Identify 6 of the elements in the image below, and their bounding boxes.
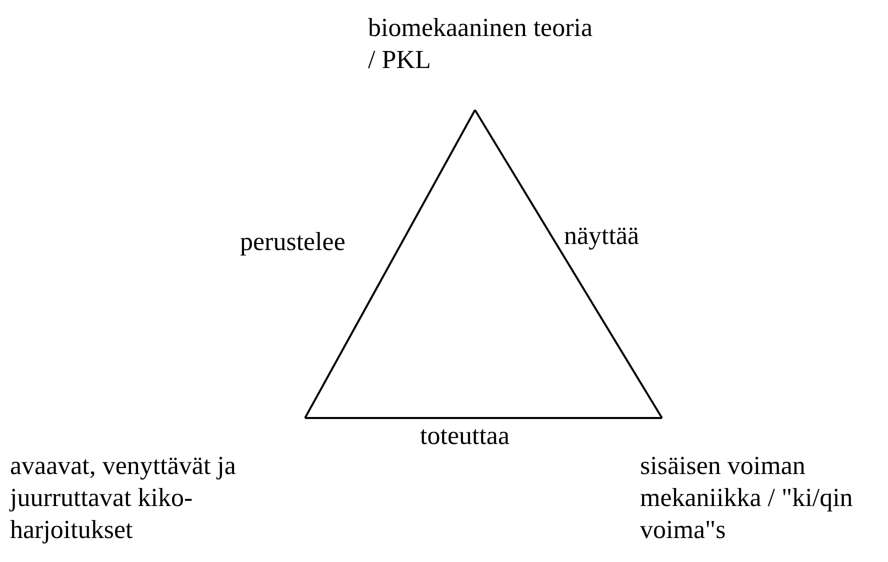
corner-label: biomekaaninen teoria / PKL bbox=[368, 12, 598, 76]
connector-line bbox=[474, 109, 663, 419]
connector-line bbox=[304, 110, 476, 418]
corner-label: avaavat, venyttävät ja juurruttavat kiko-harjoitukset bbox=[10, 450, 310, 546]
connector-line bbox=[305, 417, 662, 419]
corner-label: sisäisen voiman mekaniikka / "ki/qin voima"s bbox=[640, 450, 885, 546]
